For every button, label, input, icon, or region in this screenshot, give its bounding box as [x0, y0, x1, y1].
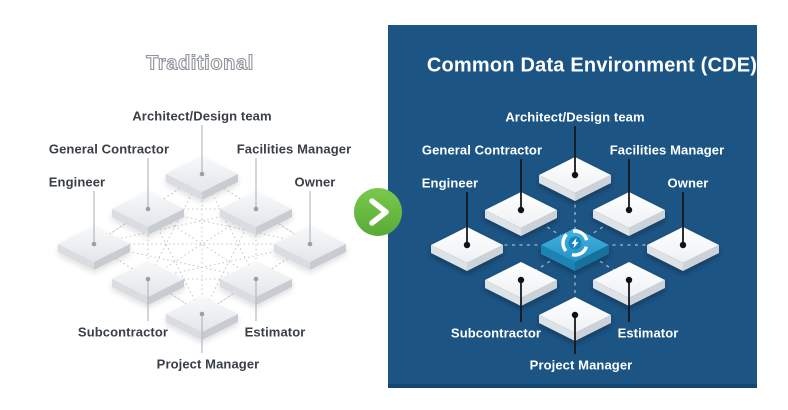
pin-dot	[571, 311, 579, 319]
pin-dot	[253, 276, 259, 282]
pin-dot	[199, 311, 205, 317]
pin-dot	[145, 276, 151, 282]
pin-dot	[307, 241, 313, 247]
lightning-bolt-icon	[571, 237, 579, 249]
pin-dot	[517, 206, 525, 214]
transition-arrow-circle	[354, 188, 402, 236]
pin-dot	[625, 206, 633, 214]
cde-hub	[541, 228, 609, 271]
traditional-diagram	[58, 125, 346, 353]
transition-arrow	[354, 188, 402, 236]
pin-dot	[625, 276, 633, 284]
cde-diagram	[431, 126, 719, 354]
sync-lightning-icon	[561, 229, 589, 257]
chevron-right-icon	[369, 198, 389, 226]
pin-dot	[571, 171, 579, 179]
pin-dot	[199, 171, 205, 177]
pin-dot	[679, 241, 687, 249]
pin-dot	[91, 241, 97, 247]
pin-dot	[463, 241, 471, 249]
sync-arrows-icon	[561, 229, 589, 257]
pin-dot	[517, 276, 525, 284]
pin-dot	[253, 206, 259, 212]
pin-dot	[145, 206, 151, 212]
